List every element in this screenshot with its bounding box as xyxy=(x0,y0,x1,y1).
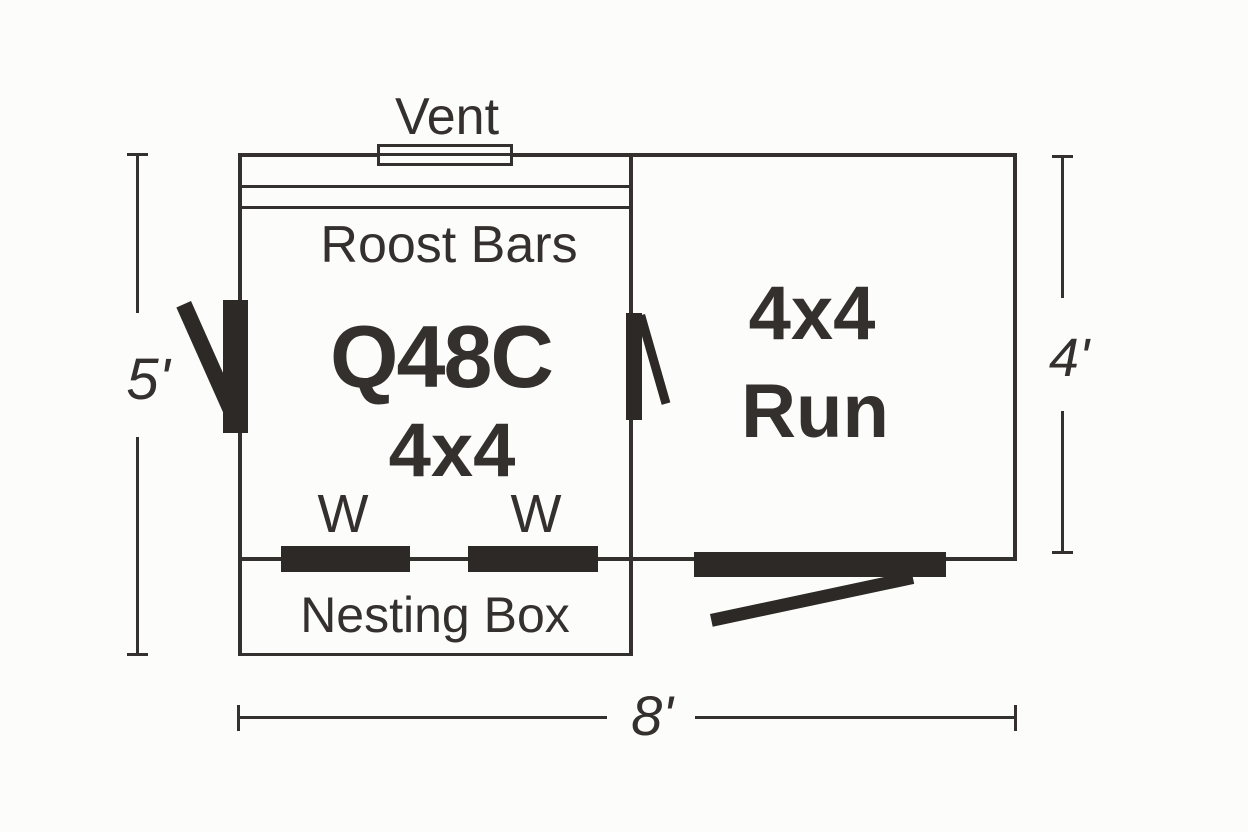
dim-left-segment-bottom xyxy=(136,437,139,656)
top-wall xyxy=(238,153,1017,157)
dim-right-segment-bottom xyxy=(1061,411,1064,553)
dim-bottom-segment-left xyxy=(237,716,607,719)
window-bar-right xyxy=(468,546,598,572)
dim-left-segment-top xyxy=(136,153,139,313)
vent-label: Vent xyxy=(394,88,500,146)
dim-right-cap-bottom xyxy=(1052,551,1073,554)
coop-inner-wall-line-2 xyxy=(238,206,633,209)
dim-bottom-segment-right xyxy=(695,716,1017,719)
window-bar-left xyxy=(281,546,410,572)
right-wall xyxy=(1013,153,1017,561)
dim-left-cap-bottom xyxy=(127,653,148,656)
dim-left-label: 5' xyxy=(126,347,170,412)
run-name-label: Run xyxy=(741,369,889,454)
window-label-left: W xyxy=(317,484,369,544)
window-label-right: W xyxy=(510,484,562,544)
nesting-box-label: Nesting Box xyxy=(300,587,570,643)
dim-bottom-label: 8' xyxy=(631,684,673,747)
coop-inner-wall-line-1 xyxy=(238,185,633,188)
dim-right-label: 4' xyxy=(1048,328,1090,388)
run-door-swing xyxy=(710,571,915,627)
nesting-box-bottom-wall xyxy=(238,653,633,656)
dim-right-segment-top xyxy=(1061,155,1064,298)
vent-inner-line xyxy=(380,153,510,156)
dim-bottom-cap-right xyxy=(1014,705,1017,731)
coop-model-label: Q48C xyxy=(330,307,554,406)
coop-size-label: 4x4 xyxy=(388,408,516,493)
vent-rect xyxy=(377,144,513,166)
floor-bottom-wall xyxy=(238,557,1017,561)
divider-door xyxy=(626,313,642,420)
roost-bars-label: Roost Bars xyxy=(320,216,578,274)
run-size-label: 4x4 xyxy=(748,271,876,356)
